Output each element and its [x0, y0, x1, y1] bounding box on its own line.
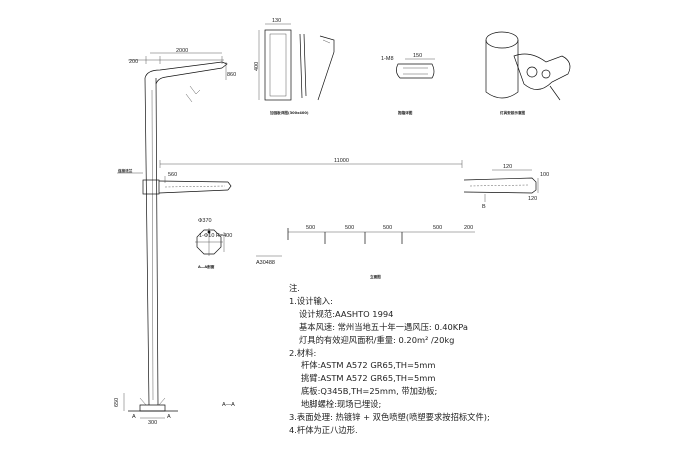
- caption-clamp: 抱箍详图: [398, 110, 413, 115]
- dim-base-width: 300: [148, 420, 157, 426]
- ground-mark: A30488: [256, 260, 275, 266]
- design-notes: 注. 1.设计输入: 设计规范:AASHTO 1994 基本风速: 常州当地五十年一…: [289, 282, 589, 437]
- dim-bracket-width: 130: [272, 18, 281, 24]
- notes-heading: 注.: [289, 283, 300, 293]
- dim-spacing-3: 500: [383, 225, 392, 231]
- dim-arm-drop: 860: [227, 72, 236, 78]
- note-line: 基本风速: 常州当地五十年一遇风压: 0.40KPa: [299, 321, 468, 332]
- dim-arm-span: 2000: [176, 48, 188, 54]
- base-right-mark: A: [167, 414, 171, 420]
- note-line: 底板:Q345B,TH=25mm, 带加劲板;: [301, 386, 438, 397]
- end-detail: 120 100 120 B: [463, 164, 549, 210]
- note-line: 4.杆体为正八边形.: [289, 424, 358, 435]
- section-mark-base: A—A: [222, 402, 235, 408]
- dim-end-right: 120: [528, 196, 537, 202]
- note-line: 地脚螺栓:现场已埋设;: [301, 399, 382, 410]
- dim-spacing-2: 500: [345, 225, 354, 231]
- notes-list: 1.设计输入: 设计规范:AASHTO 1994 基本风速: 常州当地五十年一遇风压…: [289, 295, 589, 437]
- caption-mount: 灯具安装示意图: [500, 110, 526, 115]
- spacing-row: 500 500 500 500 200 A30488 立面图: [256, 225, 475, 279]
- base-left-mark: A: [132, 414, 136, 420]
- caption-elevation: 立面图: [370, 274, 381, 279]
- note-line: 1.设计输入:: [289, 295, 333, 306]
- dim-arm-offset: 200: [129, 59, 138, 65]
- main-pole: [128, 77, 178, 412]
- dim-bracket-height: 400: [254, 62, 260, 71]
- caption-bracket: 加强板详图(300x400): [269, 110, 309, 115]
- lower-arm: 560 连接法兰: [117, 168, 232, 195]
- top-dimensions: 2000 200 860: [128, 48, 236, 80]
- base-dimensions: 650 300 A A A—A: [114, 393, 235, 426]
- note-line: 挑臂:ASTM A572 GR65,TH=5mm: [301, 373, 436, 384]
- note-line: 灯具的有效迎风面积/重量: 0.20m² /20kg: [299, 334, 455, 345]
- dim-end-height: 100: [540, 172, 549, 178]
- dim-clamp-length: 150: [413, 53, 422, 59]
- section-mark-right: B: [482, 204, 486, 210]
- caption-section-circle: A—A剖面: [198, 264, 215, 269]
- note-line: 2.材料:: [289, 347, 317, 358]
- caption-joint: 连接法兰: [117, 168, 133, 173]
- dim-spacing-1: 500: [306, 225, 315, 231]
- long-dimension: 11000: [159, 158, 463, 168]
- dim-end-length: 120: [503, 164, 512, 170]
- clamp-label: 1-M8: [381, 56, 394, 62]
- section-circle: Φ370 1-Φ10 R=400 A—A剖面: [195, 218, 232, 269]
- dim-spacing-4: 500: [433, 225, 442, 231]
- mount-detail: 灯具安装示意图: [485, 31, 571, 115]
- dim-section-detail: 1-Φ10 R=400: [199, 233, 232, 239]
- upper-arm: [144, 61, 228, 103]
- dim-spacing-5: 200: [464, 225, 473, 231]
- note-line: 3.表面处理: 热镀锌 + 双色喷塑(喷塑要求按招标文件);: [289, 412, 490, 423]
- bracket-detail: 130 400 加强板详图(300x400): [254, 18, 335, 115]
- dim-base-height: 650: [114, 398, 120, 407]
- dim-section-diameter: Φ370: [198, 218, 212, 224]
- dim-lower-arm-rise: 560: [168, 172, 177, 178]
- note-line: 设计规范:AASHTO 1994: [299, 308, 394, 319]
- dim-lower-arm-length: 11000: [334, 158, 349, 164]
- note-line: 杆体:ASTM A572 GR65,TH=5mm: [301, 360, 436, 371]
- clamp-detail: 150 1-M8 抱箍详图: [381, 53, 435, 115]
